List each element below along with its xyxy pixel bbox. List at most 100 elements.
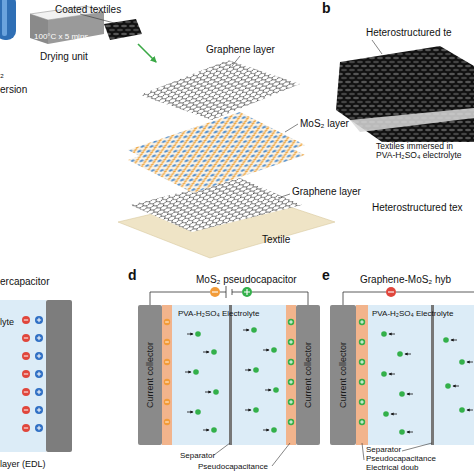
leader-line: [272, 443, 290, 466]
battery-circuit: [252, 292, 308, 305]
woven-textile: [350, 108, 474, 132]
edl-cell: [22, 352, 30, 360]
leader-line: [232, 56, 298, 198]
edl-cell: [35, 406, 43, 414]
graphene-sheet: [140, 60, 300, 120]
pseudocapacitor-cell: [288, 319, 294, 325]
electrolyte-label: lyte: [0, 318, 14, 328]
note-text: Textiles immersed in PVA-H₂SO₄ electroly…: [376, 142, 474, 161]
pseudocapacitor-cell: [164, 399, 170, 405]
hybrid-cell: [381, 371, 395, 377]
leader-line: [362, 443, 364, 460]
current-collector: Current collector: [138, 305, 162, 445]
pseudocapacitor-cell: [203, 349, 217, 355]
hybrid-cell: [397, 351, 411, 357]
battery-circuit: [210, 287, 220, 297]
battery-circuit: [386, 287, 396, 297]
electrolyte-label: PVA-H₂SO₄ Electrolyte: [178, 310, 259, 319]
edl-cell: [22, 424, 30, 432]
panel-heading: Graphene-MoS₂ hyb: [360, 274, 451, 285]
hybrid-cell: [383, 411, 397, 417]
graphene-sheet: [140, 60, 300, 120]
hybrid-cell: [356, 305, 368, 445]
temperature-label: 100°C x 5 mins: [34, 33, 88, 42]
battery-circuit: [212, 291, 218, 292]
edl-cell: [35, 370, 43, 378]
pseudocapacitor-cell: [245, 407, 259, 413]
layer-label: Graphene layer: [206, 44, 275, 55]
pseudocapacitor-cell: [164, 419, 170, 425]
hybrid-cell: [445, 383, 459, 389]
process-label: Drying unit: [40, 51, 88, 62]
pseudocapacitor-cell: [288, 359, 294, 365]
hybrid-cell: [359, 419, 365, 425]
hybrid-cell: [459, 359, 473, 365]
pseudocapacitor-cell: [245, 367, 259, 373]
hybrid-cell: [359, 399, 365, 405]
leader-line: [402, 443, 432, 451]
pseudocapacitor-cell: [205, 389, 219, 395]
edl-cell: [35, 352, 43, 360]
graphene-sheet: [130, 178, 302, 232]
panel-letter: b: [322, 1, 331, 16]
layer-label: Textile: [262, 234, 290, 245]
leader-line: [285, 124, 298, 132]
layer-label: MoS₂ layer: [300, 118, 349, 129]
edl-cell: [35, 424, 43, 432]
battery-circuit: [242, 287, 252, 297]
hybrid-cell: [399, 429, 413, 435]
battery-circuit: [220, 286, 242, 298]
current-collector: Current collector: [330, 305, 356, 445]
battery-circuit: [150, 286, 308, 305]
edl-cell: [22, 388, 30, 396]
panel-letter: d: [128, 268, 137, 283]
battery-circuit: [396, 292, 474, 293]
cropped-text: ersion: [0, 84, 27, 95]
hybrid-cell: [368, 305, 474, 445]
hybrid-cell: [359, 319, 365, 325]
pseudocapacitor-cell: [162, 305, 296, 445]
battery-circuit: [244, 289, 250, 295]
coating-roller: [0, 0, 16, 40]
pseudocapacitor-cell: [263, 347, 277, 353]
pseudocapacitor-cell: [185, 369, 199, 375]
hybrid-cell: [443, 337, 457, 343]
panel-heading: Heterostructured tex: [372, 202, 463, 213]
pseudocapacitor-cell: [288, 339, 294, 345]
panel-heading: ercapacitor: [0, 276, 49, 287]
pointer-arrow: [138, 44, 156, 62]
edl-cell: [35, 316, 43, 324]
pseudocapacitor-cell: [164, 359, 170, 365]
part-label: Separator: [180, 452, 215, 461]
edl-cell: [22, 370, 30, 378]
pseudocapacitor-cell: [164, 379, 170, 385]
pseudocapacitor-cell: [164, 339, 170, 345]
hybrid-cell: [431, 305, 434, 445]
edl-cell: [22, 316, 30, 324]
pseudocapacitor-cell: [265, 387, 279, 393]
edl-cell: [0, 300, 46, 452]
pseudocapacitor-cell: [187, 331, 201, 337]
pseudocapacitor-cell: [162, 305, 296, 445]
hybrid-cell: [399, 391, 413, 397]
collector-label: Current collector: [303, 342, 313, 408]
graphene-sheet: [130, 178, 302, 232]
part-label: Electrical doub: [366, 464, 418, 473]
woven-textile: [336, 40, 474, 142]
pseudocapacitor-cell: [288, 379, 294, 385]
current-collector: Current collector: [296, 305, 320, 445]
pointer-arrow: [138, 44, 156, 62]
hybrid-cell: [381, 331, 395, 337]
collector-label: Current collector: [338, 342, 348, 408]
hybrid-cell: [359, 359, 365, 365]
coating-roller: [2, 0, 7, 36]
electrolyte-label: PVA-H₂SO₄ Electrolyte: [372, 310, 453, 319]
panel-heading: Heterostructured te: [366, 27, 452, 38]
woven-textile: [372, 40, 382, 54]
part-label: Pseudocapacitance: [366, 455, 436, 464]
edl-cell: [35, 334, 43, 342]
pseudocapacitor-cell: [263, 427, 277, 433]
coated-textile: [80, 14, 118, 24]
process-label: Coated textiles: [55, 4, 121, 15]
